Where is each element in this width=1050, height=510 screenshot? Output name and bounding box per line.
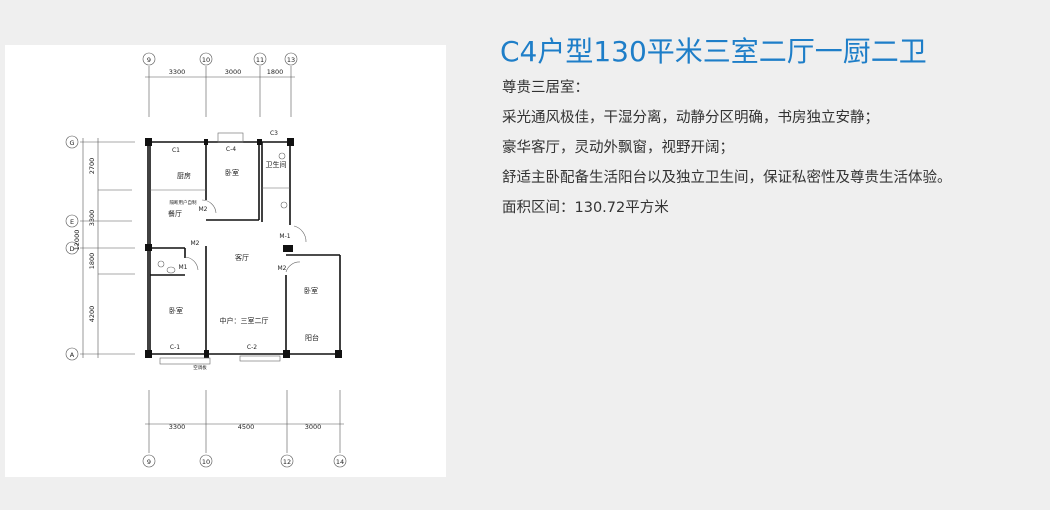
left-dim-3: 1800 [88, 253, 96, 270]
bottom-dim-1: 3300 [169, 423, 186, 431]
room-bedroom-south: 卧室 [169, 306, 183, 315]
partition-note: 隔断用户自制 [170, 199, 197, 206]
room-kitchen: 厨房 [177, 171, 191, 180]
door-m2-bedroom: M2 [278, 265, 287, 272]
window-c3: C3 [270, 130, 278, 137]
bottom-dim-2: 4500 [238, 423, 255, 431]
window-c4: C-4 [226, 146, 236, 153]
top-axis-10: 10 [202, 56, 210, 64]
bottom-axis-10: 10 [202, 458, 210, 466]
desc-heading: 尊贵三居室： [502, 80, 589, 96]
left-axis-a: A [70, 351, 75, 359]
bottom-axis-12: 12 [283, 458, 291, 466]
desc-line-3: 舒适主卧配备生活阳台以及独立卫生间，保证私密性及尊贵生活体验。 [502, 170, 952, 186]
top-dim-1: 3300 [169, 68, 186, 76]
left-dim-1: 2700 [88, 158, 96, 175]
door-m2-dining: M2 [199, 206, 208, 213]
top-axis-13: 13 [287, 56, 295, 64]
floor-plan-drawing: 9 10 11 13 3300 3000 1800 9 10 12 14 330… [65, 52, 347, 468]
unit-type-label: 中户：三室二厅 [220, 316, 269, 325]
top-axis-9: 9 [147, 56, 151, 64]
door-m2-bath: M2 [191, 240, 200, 247]
room-bedroom-east: 卧室 [304, 286, 318, 295]
area-range: 面积区间：130.72平方米 [502, 200, 669, 216]
bottom-axis-9: 9 [147, 458, 151, 466]
left-axis-e: E [70, 218, 74, 226]
page-title: C4户型130平米三室二厅一厨二卫 [500, 35, 927, 68]
left-axis-d: D [69, 245, 74, 253]
floor-plan-panel: 9 10 11 13 3300 3000 1800 9 10 12 14 330… [5, 45, 446, 477]
window-c1: C1 [172, 147, 180, 154]
top-dim-3: 1800 [267, 68, 284, 76]
room-bedroom-north: 卧室 [225, 168, 239, 177]
window-c-2: C-2 [247, 344, 257, 351]
ac-board-note: 空调板 [193, 364, 207, 371]
room-dining: 餐厅 [168, 209, 182, 218]
window-c-1: C-1 [170, 344, 180, 351]
top-axis-11: 11 [256, 56, 264, 64]
bottom-dim-3: 3000 [305, 423, 322, 431]
door-m-1: M-1 [279, 233, 290, 240]
room-balcony: 阳台 [305, 333, 319, 342]
left-dim-2: 3300 [88, 210, 96, 227]
room-bathroom: 卫生间 [266, 160, 287, 169]
desc-line-1: 采光通风极佳，干湿分离，动静分区明确，书房独立安静； [502, 110, 879, 126]
left-dim-4: 4200 [88, 306, 96, 323]
room-living: 客厅 [235, 253, 249, 262]
door-m1: M1 [179, 264, 188, 271]
left-axis-g: G [69, 139, 74, 147]
desc-line-2: 豪华客厅，灵动外飘窗，视野开阔； [502, 140, 734, 156]
top-dim-2: 3000 [225, 68, 242, 76]
bottom-axis-14: 14 [336, 458, 344, 466]
left-total-dim: 12000 [73, 230, 81, 251]
